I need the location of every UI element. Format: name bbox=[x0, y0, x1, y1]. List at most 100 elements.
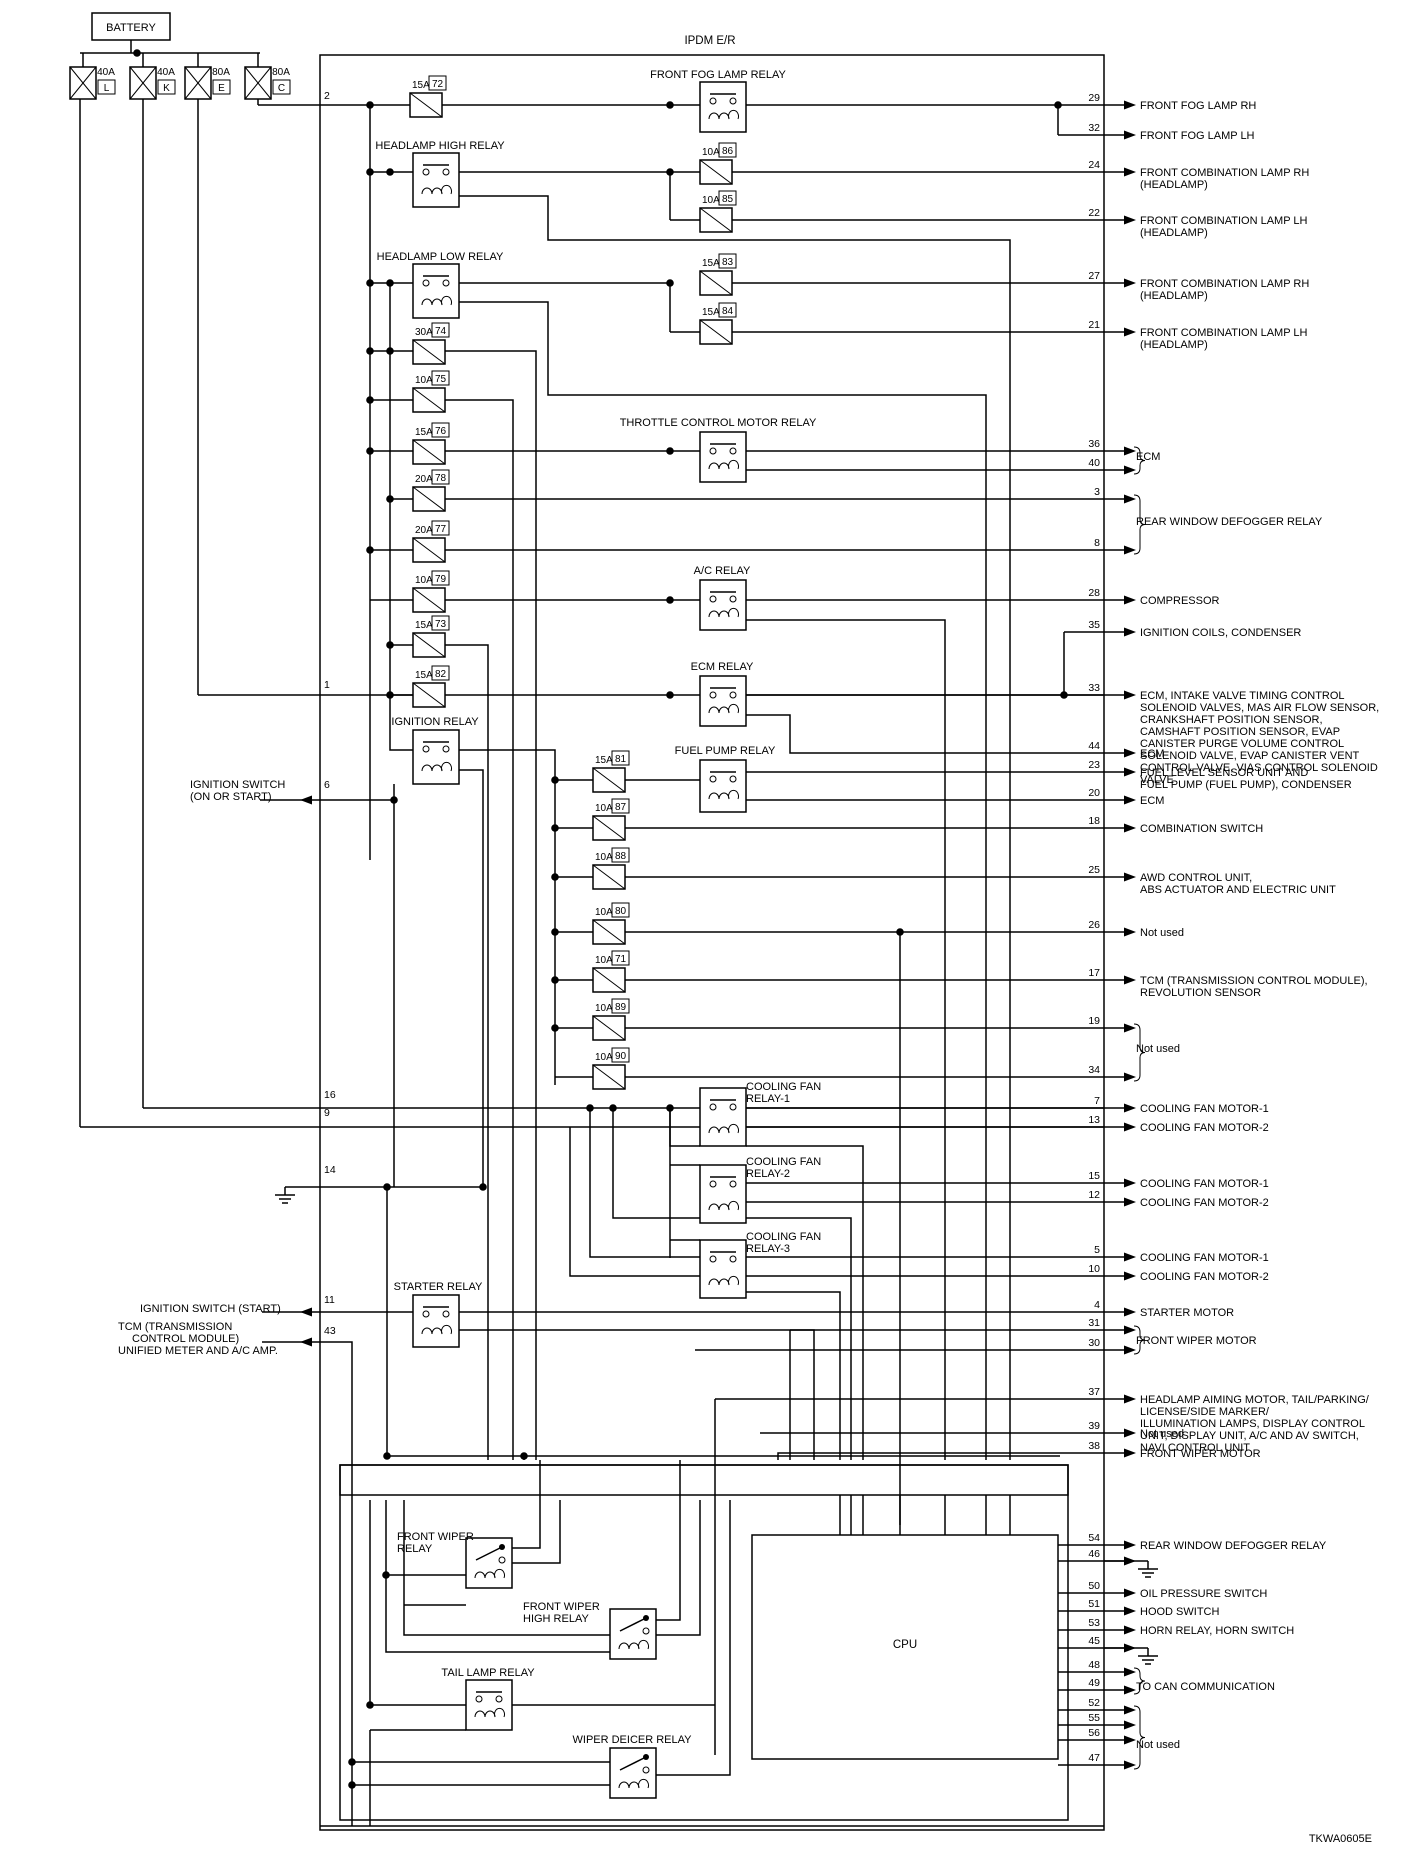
arrow-right-icon bbox=[1124, 1685, 1136, 1695]
output-label-44: ECM bbox=[1140, 748, 1164, 760]
relay-terminal-icon bbox=[709, 447, 717, 455]
front-wiper-high-relay bbox=[609, 1608, 657, 1660]
output-pin-49: 49 bbox=[1088, 1677, 1100, 1689]
headlamp-low-label: HEADLAMP LOW RELAY bbox=[377, 251, 504, 263]
output-label-24: FRONT COMBINATION LAMP RH bbox=[1140, 167, 1309, 179]
fuse-element-icon bbox=[592, 767, 626, 793]
wire bbox=[445, 350, 537, 1460]
output-pin-18: 18 bbox=[1088, 815, 1100, 827]
fuse-number-label: 80 bbox=[615, 906, 627, 917]
output-pin-27: 27 bbox=[1088, 270, 1100, 282]
main-fuse-amp: 40A bbox=[97, 67, 115, 78]
junction-dot bbox=[666, 101, 674, 109]
relay-terminal-icon bbox=[442, 279, 450, 287]
relay-coil-icon bbox=[474, 1707, 505, 1718]
arrow-left-icon bbox=[300, 1307, 312, 1317]
arrow-right-icon bbox=[1124, 795, 1136, 805]
relay-terminal-icon bbox=[729, 97, 737, 105]
arrow-right-icon bbox=[1124, 1103, 1136, 1113]
output-pin-4: 4 bbox=[1094, 1299, 1100, 1311]
relay-terminal-icon bbox=[729, 691, 737, 699]
arrow-right-icon bbox=[1124, 1072, 1136, 1082]
cooling-fan-3-label: RELAY-3 bbox=[746, 1243, 790, 1255]
junction-dot bbox=[386, 691, 394, 699]
relay-coil-icon bbox=[708, 109, 739, 120]
output-pin-52: 52 bbox=[1088, 1697, 1100, 1709]
fuse-number-label: 86 bbox=[722, 146, 734, 157]
fuse-element-icon bbox=[69, 66, 97, 100]
internal-bus-bar bbox=[339, 1464, 1069, 1496]
arrow-right-icon bbox=[1124, 690, 1136, 700]
wire bbox=[385, 1575, 610, 1653]
output-label-13: COOLING FAN MOTOR-2 bbox=[1140, 1122, 1269, 1134]
output-label-50: OIL PRESSURE SWITCH bbox=[1140, 1588, 1267, 1600]
output-label-53: HORN RELAY, HORN SWITCH bbox=[1140, 1625, 1294, 1637]
relay-terminal-icon bbox=[709, 691, 717, 699]
output-pin-15: 15 bbox=[1088, 1170, 1100, 1182]
relay-coil-icon bbox=[708, 607, 739, 618]
output-label-37: NAVI CONTROL UNIT bbox=[1140, 1442, 1250, 1454]
junction-dot bbox=[366, 546, 374, 554]
wire bbox=[445, 399, 514, 1460]
junction-dot bbox=[386, 347, 394, 355]
relay-coil-icon bbox=[618, 1639, 649, 1650]
arrow-right-icon bbox=[1124, 1720, 1136, 1730]
wire bbox=[512, 1500, 561, 1564]
starter-relay-label: STARTER RELAY bbox=[394, 1281, 483, 1293]
front-fog-relay bbox=[699, 81, 747, 133]
fuse-element-icon bbox=[412, 537, 446, 563]
output-label-27: (HEADLAMP) bbox=[1140, 290, 1208, 302]
relay-coil-icon bbox=[618, 1778, 649, 1789]
headlamp-low-relay bbox=[412, 263, 460, 319]
relay-terminal-icon bbox=[422, 1310, 430, 1318]
relay-coil-icon bbox=[708, 459, 739, 470]
main-fuse-amp: 80A bbox=[272, 67, 290, 78]
ign-start-label: IGNITION SWITCH (START) bbox=[140, 1303, 281, 1315]
relay-terminal-icon bbox=[729, 1103, 737, 1111]
arrow-right-icon bbox=[1124, 1705, 1136, 1715]
fuse-number-box bbox=[611, 750, 630, 766]
tcm-pin: 43 bbox=[324, 1325, 336, 1337]
output-label-33: CONTROL VALVE, VIAS CONTROL SOLENOID bbox=[1140, 762, 1378, 774]
fuse-number-label: 82 bbox=[435, 669, 447, 680]
output-pin-13: 13 bbox=[1088, 1114, 1100, 1126]
fuse-amp-label: 15A bbox=[415, 670, 433, 681]
output-pin-7: 7 bbox=[1094, 1095, 1100, 1107]
output-label-22: FRONT COMBINATION LAMP LH bbox=[1140, 215, 1308, 227]
relay-terminal-icon bbox=[729, 775, 737, 783]
output-pin-34: 34 bbox=[1088, 1064, 1100, 1076]
fuse-amp-label: 10A bbox=[595, 803, 613, 814]
arrow-right-icon bbox=[1124, 1667, 1136, 1677]
relay-coil-icon bbox=[421, 761, 452, 772]
output-pin-22: 22 bbox=[1088, 207, 1100, 219]
output-pin-38: 38 bbox=[1088, 1440, 1100, 1452]
cpu-label: CPU bbox=[893, 1639, 917, 1651]
arrow-right-icon bbox=[1124, 167, 1136, 177]
output-label-33: VALVE bbox=[1140, 774, 1174, 786]
relay-terminal-icon bbox=[709, 775, 717, 783]
arrow-right-icon bbox=[1124, 1325, 1136, 1335]
output-pin-21: 21 bbox=[1088, 319, 1100, 331]
arrow-right-icon bbox=[1124, 1588, 1136, 1598]
relay-terminal-icon bbox=[729, 1255, 737, 1263]
junction-dot bbox=[896, 928, 904, 936]
output-pin-26: 26 bbox=[1088, 919, 1100, 931]
relay-terminal-icon bbox=[422, 168, 430, 176]
arrow-right-icon bbox=[1124, 545, 1136, 555]
relay-terminal-icon bbox=[475, 1695, 483, 1703]
output-label-27: FRONT COMBINATION LAMP RH bbox=[1140, 278, 1309, 290]
junction-dot bbox=[479, 1183, 487, 1191]
arrow-right-icon bbox=[1124, 494, 1136, 504]
arrow-right-icon bbox=[1124, 627, 1136, 637]
fuse-number-label: 75 bbox=[435, 374, 447, 385]
output-label-24: (HEADLAMP) bbox=[1140, 179, 1208, 191]
brace-icon bbox=[1133, 1667, 1146, 1695]
pin-14: 14 bbox=[324, 1164, 336, 1176]
junction-dot bbox=[382, 1571, 390, 1579]
wire bbox=[459, 749, 556, 1085]
relay-terminal-icon bbox=[442, 1310, 450, 1318]
relay-switch-icon bbox=[475, 1547, 501, 1561]
output-pin-31: 31 bbox=[1088, 1317, 1100, 1329]
fuse-number-box bbox=[431, 665, 450, 681]
output-pin-10: 10 bbox=[1088, 1263, 1100, 1275]
